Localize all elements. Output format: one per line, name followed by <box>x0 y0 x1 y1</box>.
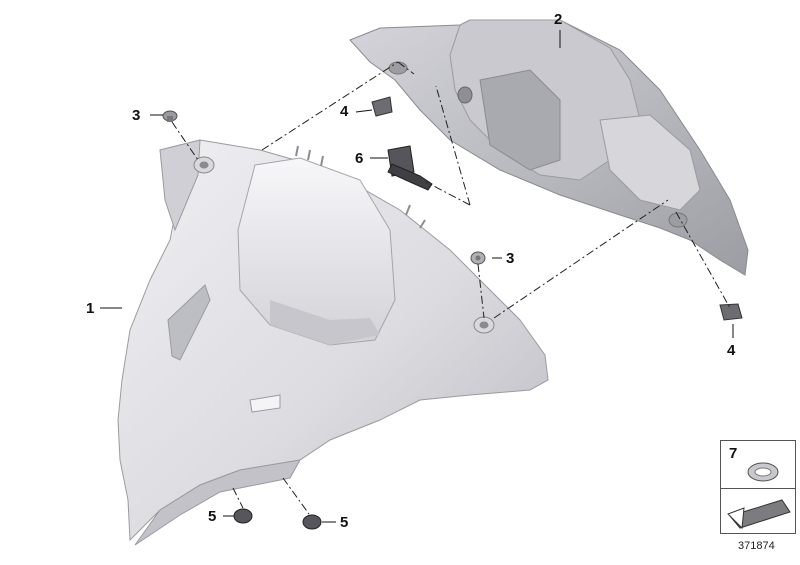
diagram-id: 371874 <box>738 540 775 552</box>
legend-divider <box>721 488 795 489</box>
callout-screw-top: 3 <box>132 107 141 124</box>
leader-lines <box>100 30 734 523</box>
plug <box>387 145 433 191</box>
clip-upper <box>371 96 393 117</box>
callout-nut-left: 5 <box>208 508 217 525</box>
assembly-lines <box>171 61 731 515</box>
rear-cover <box>349 19 749 276</box>
callout-clip-upper: 4 <box>340 103 349 120</box>
screw-right <box>470 251 486 265</box>
callout-front-cover: 1 <box>86 300 95 317</box>
callout-legend-item: 7 <box>729 445 738 462</box>
callout-plug: 6 <box>355 150 364 167</box>
legend-ring-icon <box>747 462 779 482</box>
legend-box <box>720 440 796 534</box>
clip-lower <box>719 303 743 321</box>
callout-screw-right: 3 <box>506 250 515 267</box>
nut-right <box>302 514 322 530</box>
callout-nut-right: 5 <box>340 514 349 531</box>
screw-top <box>162 110 178 122</box>
callout-clip-lower: 4 <box>727 342 736 359</box>
callout-rear-cover: 2 <box>554 11 563 28</box>
nut-left <box>233 508 253 524</box>
legend-arrow-icon <box>727 499 791 530</box>
front-cover <box>117 139 549 546</box>
